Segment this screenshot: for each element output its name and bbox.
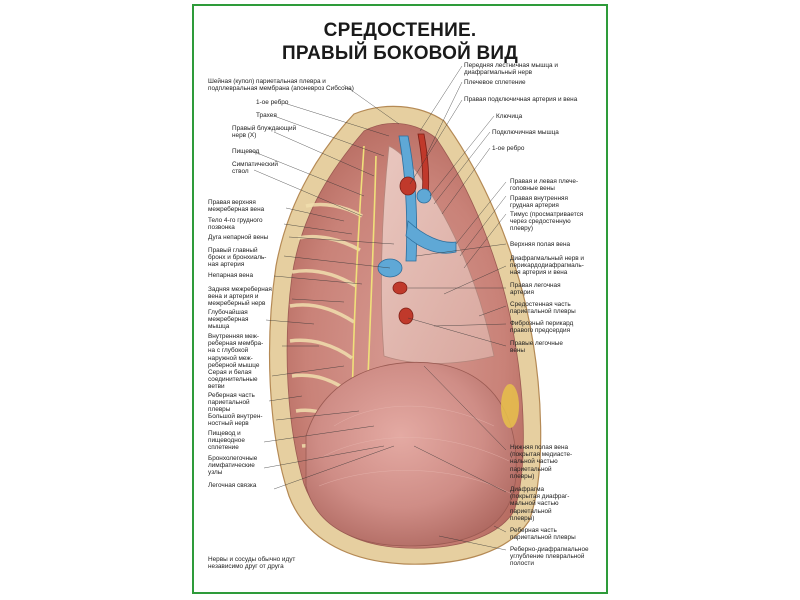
label-subclavian-vessels: Правая подключичная артерия и вена (464, 96, 578, 103)
label-internal-intercostal-membrane: Внутренняя меж- реберная мембра- на с гл… (208, 333, 264, 369)
label-azygos-arch: Дуга непарной вены (208, 234, 269, 241)
label-fibrous-pericardium: Фиброзный перикард правого предсердия (510, 320, 574, 335)
label-costodiaphragmatic-recess: Реберно-диафрагмальное углубление плевра… (510, 546, 589, 568)
label-rami-communicantes: Серая и белая соединительные ветви (208, 369, 258, 391)
leader-lines-right (407, 65, 507, 551)
label-anterior-scalene: Передняя лестничная мышца и диафрагмальн… (464, 62, 558, 77)
label-costal-pleura-left: Реберная часть париетальной плевры (208, 392, 255, 414)
label-phrenic-nerve: Диафрагмальный нерв и перикардодиафрагма… (510, 255, 585, 277)
label-pulmonary-artery: Правая легочная артерия (510, 282, 561, 297)
label-superior-intercostal-vein: Правая верхняя межреберная вена (208, 199, 265, 214)
label-esophageal-plexus: Пищевод и пищеводное сплетение (208, 430, 245, 452)
poster-title-line1: СРЕДОСТЕНИЕ. (323, 20, 477, 41)
label-clavicle: Ключица (496, 113, 523, 120)
label-trachea: Трахея (256, 112, 277, 119)
label-diaphragm: Диафрагма (покрытая диафраг- мальной час… (510, 486, 570, 522)
label-vertebra-body: Тело 4-го грудного позвонка (208, 217, 263, 232)
label-greater-splanchnic: Большой внутрен- ностный нерв (208, 413, 263, 428)
poster-frame: СРЕДОСТЕНИЕ. ПРАВЫЙ БОКОВОЙ ВИД (192, 4, 608, 594)
label-first-rib-left: 1-ое ребро (256, 99, 289, 106)
fat-deposit (501, 384, 519, 428)
label-mediastinal-pleura: Средостенная часть париетальной плевры (510, 301, 576, 316)
label-brachiocephalic-veins: Правая и левая плече- головные вены (510, 178, 579, 193)
label-first-rib-right: 1-ое ребро (492, 145, 525, 152)
label-pulmonary-veins: Правые легочные вены (510, 340, 563, 355)
label-sympathetic-trunk: Симпатический ствол (232, 161, 278, 176)
label-internal-thoracic-artery: Правая внутренняя грудная артерия (510, 195, 568, 210)
label-lymph-nodes: Бронхолегочные лимфатические узлы (208, 455, 258, 477)
label-pulmonary-ligament: Легочная связка (208, 482, 257, 489)
label-esophagus: Пищевод (232, 148, 260, 155)
label-vagus-nerve: Правый блуждающий нерв (X) (232, 125, 297, 140)
label-cervical-pleura: Шейная (купол) париетальная плевра и под… (208, 78, 354, 93)
subclavian-vessels (399, 176, 432, 204)
label-main-bronchus: Правый главный бронх и бронхиаль- ная ар… (208, 247, 267, 269)
footnote: Нервы и сосуды обычно идут независимо др… (208, 556, 296, 571)
label-thymus: Тимус (просматривается через средостенну… (510, 211, 584, 233)
leader-lines-left (251, 84, 400, 490)
label-subclavius: Подключичная мышца (492, 129, 559, 136)
diaphragm (305, 361, 517, 547)
label-brachial-plexus: Плечевое сплетение (464, 79, 526, 86)
label-superior-vena-cava: Верхняя полая вена (510, 241, 571, 248)
label-inferior-vena-cava: Нижняя полая вена (покрытая медиасте- на… (510, 444, 573, 480)
label-posterior-intercostal: Задняя межреберная вена и артерия и межр… (208, 286, 272, 308)
poster-title-line2: ПРАВЫЙ БОКОВОЙ ВИД (282, 43, 518, 64)
label-azygos-vein: Непарная вена (208, 272, 254, 279)
label-innermost-intercostal: Глубочайшая межреберная мышца (208, 309, 249, 331)
anatomy-illustration (251, 65, 542, 565)
label-costal-pleura-right: Реберная часть париетальной плевры (510, 527, 576, 542)
arteries (392, 133, 430, 325)
